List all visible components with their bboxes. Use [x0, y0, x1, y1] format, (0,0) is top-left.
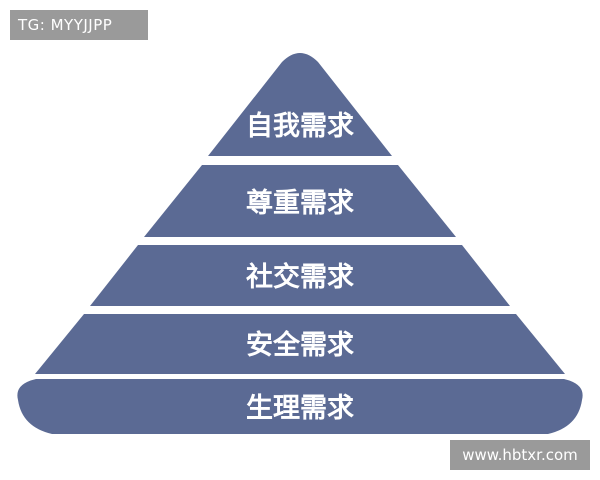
pyramid-tier-4 — [35, 314, 565, 374]
level-label-2: 尊重需求 — [246, 188, 354, 219]
level-label-4: 安全需求 — [246, 329, 354, 361]
url-watermark-badge: www.hbtxr.com — [450, 440, 590, 470]
pyramid-tier-2 — [144, 165, 456, 237]
level-label-5: 生理需求 — [246, 393, 354, 424]
pyramid-tier-3 — [90, 245, 510, 306]
pyramid-tier-5 — [17, 379, 583, 434]
level-label-3: 社交需求 — [246, 261, 354, 293]
level-label-1: 自我需求 — [246, 110, 354, 142]
pyramid-tier-1 — [208, 53, 392, 156]
tg-watermark-badge: TG: MYYJJPP — [10, 10, 148, 40]
